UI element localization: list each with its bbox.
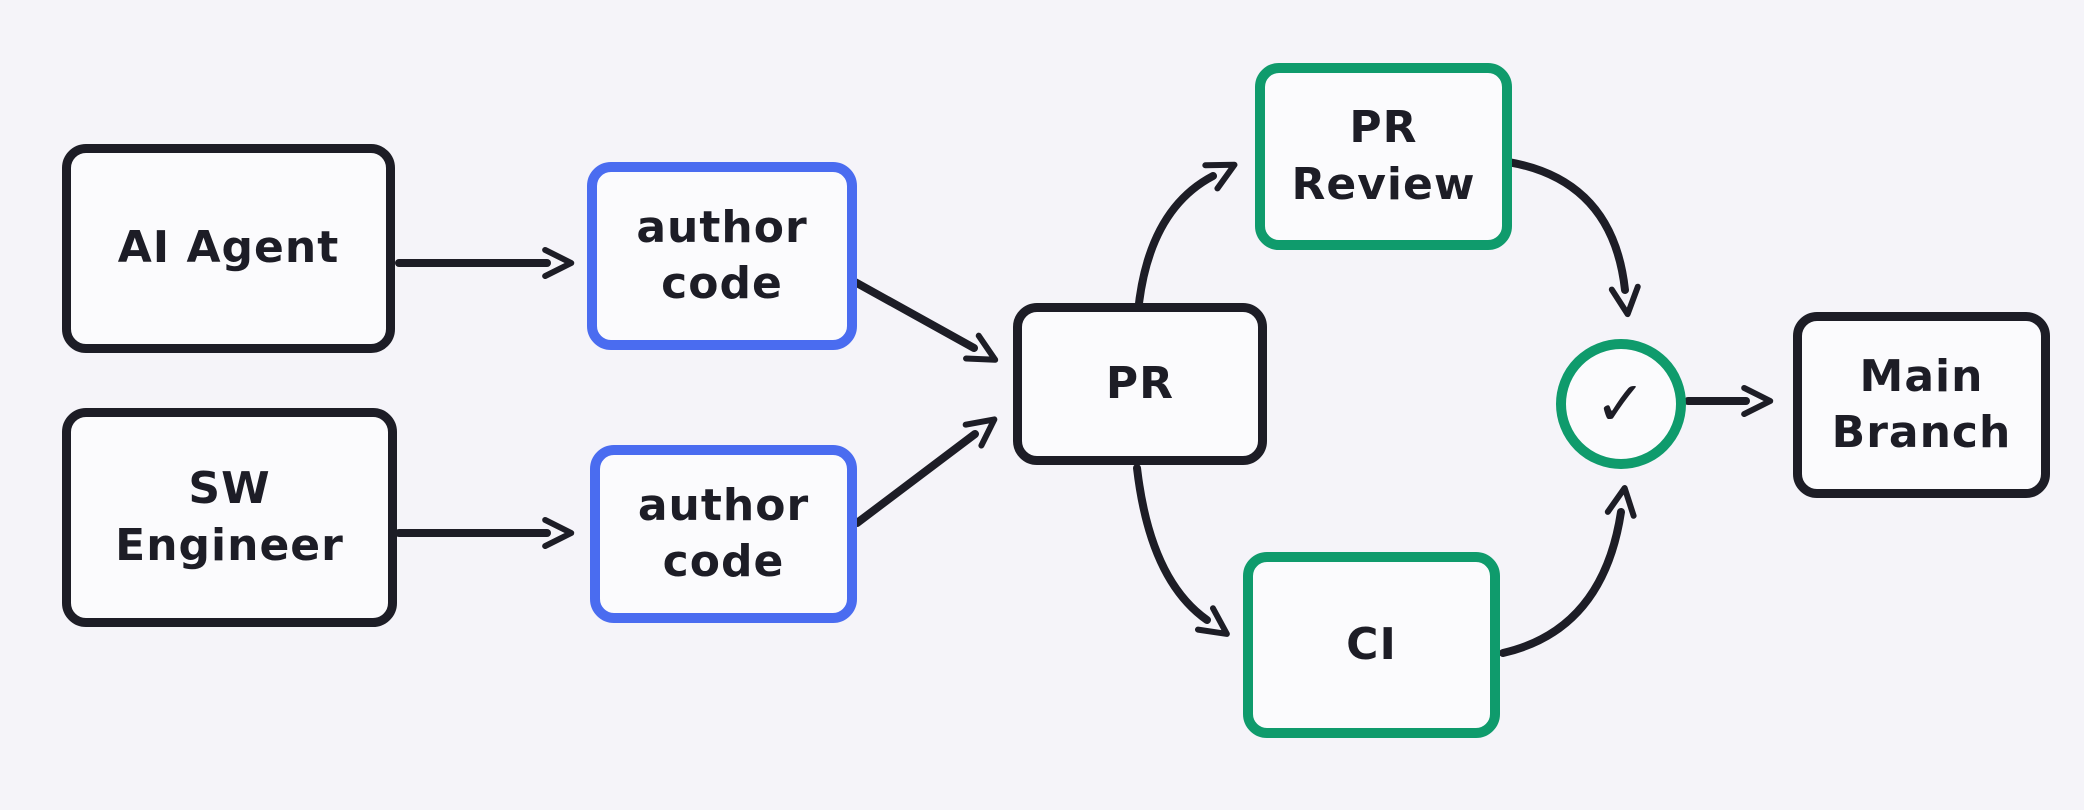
node-ai-agent[interactable]: AI Agent [62, 144, 395, 353]
node-author-code-2[interactable]: author code [590, 445, 857, 623]
node-pr[interactable]: PR [1013, 303, 1267, 465]
ai-agent-label: AI Agent [117, 222, 340, 274]
pr-review-label: PR Review [1291, 102, 1476, 210]
edge-pr-to-ci[interactable] [1133, 464, 1230, 637]
edge-pr-review-to-check[interactable] [1504, 158, 1641, 318]
pr-label: PR [1105, 357, 1175, 409]
edge-author-code-2-to-pr[interactable] [853, 416, 998, 527]
edge-author-code-1-to-pr[interactable] [851, 278, 999, 363]
node-sw-engineer[interactable]: SW Engineer [62, 408, 397, 627]
edge-ci-to-check[interactable] [1499, 485, 1637, 657]
check-icon: ✓ [1594, 367, 1648, 440]
main-branch-label: Main Branch [1831, 350, 2012, 458]
sw-engineer-label: SW Engineer [115, 463, 344, 571]
node-check-circle[interactable]: ✓ [1556, 339, 1686, 469]
author-code-1-label: author code [636, 201, 808, 309]
author-code-2-label: author code [637, 479, 810, 587]
edge-pr-to-pr-review[interactable] [1134, 161, 1238, 316]
node-main-branch[interactable]: Main Branch [1793, 312, 2050, 498]
node-ci[interactable]: CI [1243, 552, 1500, 738]
node-author-code-1[interactable]: author code [587, 162, 857, 350]
ci-label: CI [1346, 618, 1397, 670]
node-pr-review[interactable]: PR Review [1255, 63, 1512, 250]
